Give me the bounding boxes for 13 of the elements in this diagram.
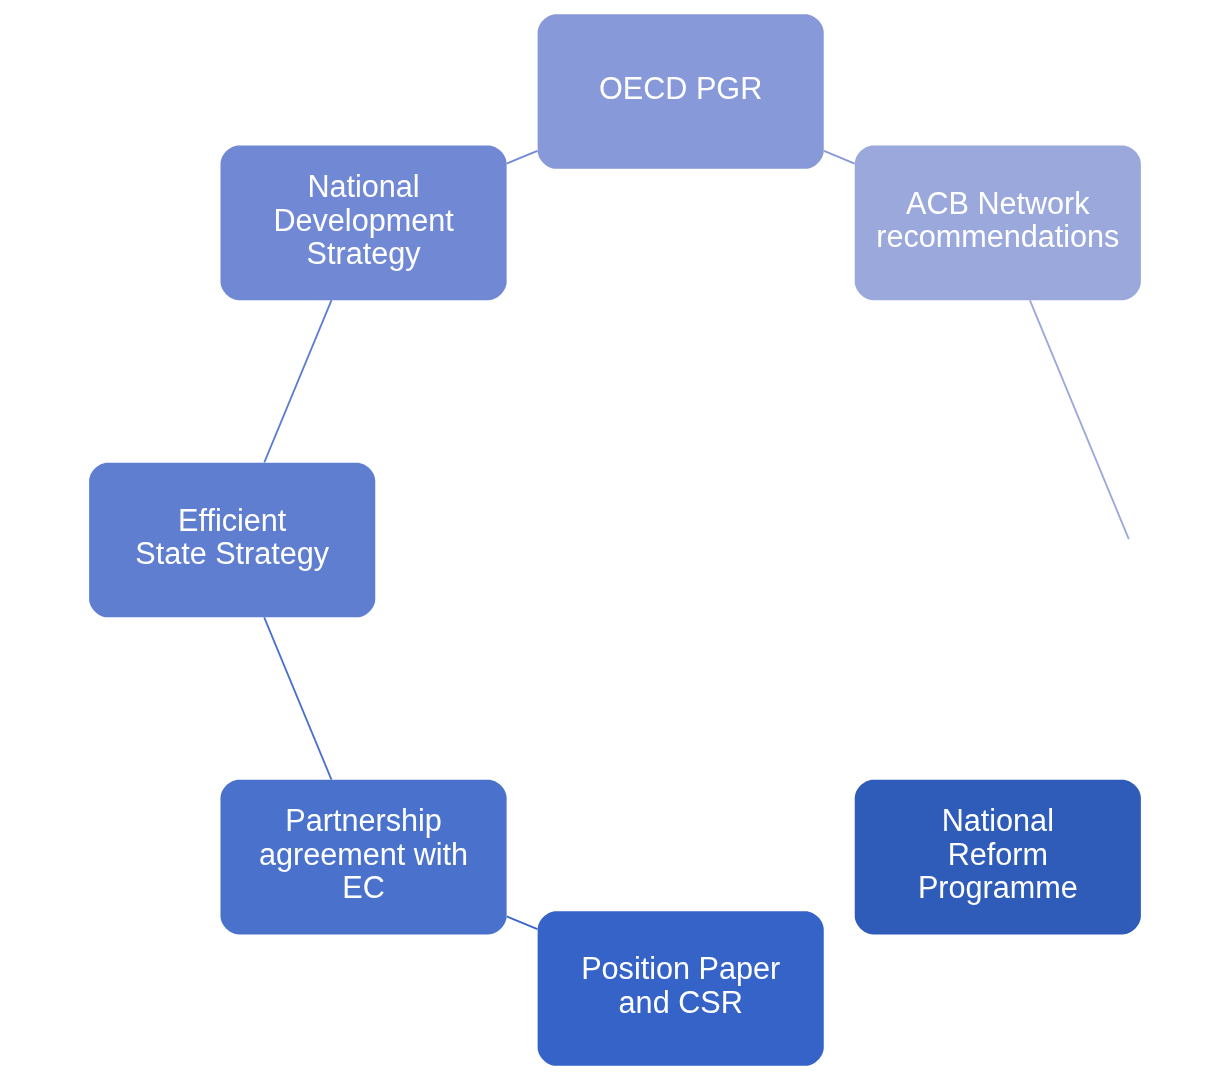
connector bbox=[822, 149, 855, 165]
node-box: National Reform Programme bbox=[854, 779, 1141, 935]
connector bbox=[262, 616, 332, 781]
node-box: National Development Strategy bbox=[220, 145, 507, 301]
connector bbox=[505, 149, 538, 165]
connector bbox=[505, 915, 538, 931]
node-box: Partnership agreement with EC bbox=[220, 779, 507, 935]
node-box: ACB Network recommendations bbox=[854, 145, 1141, 301]
connector bbox=[1028, 299, 1130, 540]
node-box: Position Paper and CSR bbox=[537, 911, 824, 1066]
connector bbox=[262, 299, 332, 464]
node-box: Efficient State Strategy bbox=[88, 462, 375, 618]
node-box: OECD PGR bbox=[537, 14, 824, 169]
